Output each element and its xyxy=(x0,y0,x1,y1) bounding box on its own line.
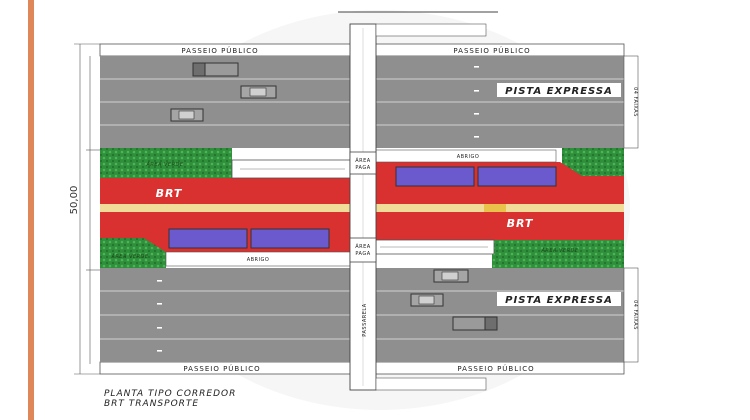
bus-west-2 xyxy=(250,228,330,249)
express-bottom-label-bg xyxy=(497,292,621,306)
express-bottom-label: PISTA EXPRESSA xyxy=(505,295,613,306)
green-area-bottom-right xyxy=(492,240,624,268)
caption-line-1: PLANTA TIPO CORREDOR xyxy=(104,389,237,399)
sidewalk-bottom-left-label: PASSEIO PÚBLICO xyxy=(183,364,260,373)
bus-east-1 xyxy=(395,166,475,187)
car-truck-bottom xyxy=(452,316,498,331)
pay-area-bottom xyxy=(349,237,377,263)
footbridge-ramps xyxy=(375,23,487,391)
dimension-lines xyxy=(74,43,100,375)
lanes-top-box xyxy=(623,55,639,149)
express-top-label-bg xyxy=(497,83,621,97)
footbridge-label: PASSARELA xyxy=(362,303,368,337)
pay-area-top-label-2: PAGA xyxy=(355,165,370,171)
car-top-1 xyxy=(240,85,277,99)
brt-left-label: BRT xyxy=(156,187,183,200)
brt-lane-east-bottom xyxy=(376,212,624,240)
car-bottom-2 xyxy=(410,293,444,307)
pay-area-bottom-label-1: ÁREA xyxy=(355,243,371,250)
sidewalk-bottom-right-label: PASSEIO PÚBLICO xyxy=(457,364,534,373)
lanes-bottom-label: 04 FAIXAS xyxy=(632,300,638,330)
bus-west-1 xyxy=(168,228,248,249)
express-top-label: PISTA EXPRESSA xyxy=(505,86,613,97)
green-bottom-left-label: ÁREA VERDE xyxy=(110,253,148,260)
bus-east-2 xyxy=(477,166,557,187)
sidewalk-top-right-label: PASSEIO PÚBLICO xyxy=(453,46,530,55)
car-bottom-1 xyxy=(433,269,469,283)
pay-area-bottom-label-2: PAGA xyxy=(355,251,370,257)
shelter-bottom-label: ABRIGO xyxy=(247,257,270,263)
brt-lane-west-top xyxy=(100,178,350,204)
car-truck-top xyxy=(192,62,239,77)
lane-arrows xyxy=(157,66,479,352)
side-accent-stripe xyxy=(28,0,34,420)
car-top-2 xyxy=(170,108,204,122)
sidewalk-top-left-label: PASSEIO PÚBLICO xyxy=(181,46,258,55)
figure-caption: PLANTA TIPO CORREDOR BRT TRANSPORTE xyxy=(104,389,236,409)
pay-area-top-label-1: ÁREA xyxy=(355,157,371,164)
caption-line-2: BRT TRANSPORTE xyxy=(104,399,200,409)
green-top-left-label: ÁREA VERDE xyxy=(145,161,183,168)
brt-right-label: BRT xyxy=(507,217,534,230)
median-crossing xyxy=(484,204,506,212)
green-area-top-left xyxy=(100,148,232,178)
lanes-bottom-box xyxy=(623,267,639,363)
width-dimension-label: 50,00 xyxy=(69,186,80,215)
lanes-top-label: 04 FAIXAS xyxy=(632,87,638,117)
shelter-top-label: ABRIGO xyxy=(457,154,480,160)
pay-area-top xyxy=(349,151,377,175)
green-bottom-right-label: ÁREA VERDE xyxy=(540,247,578,254)
